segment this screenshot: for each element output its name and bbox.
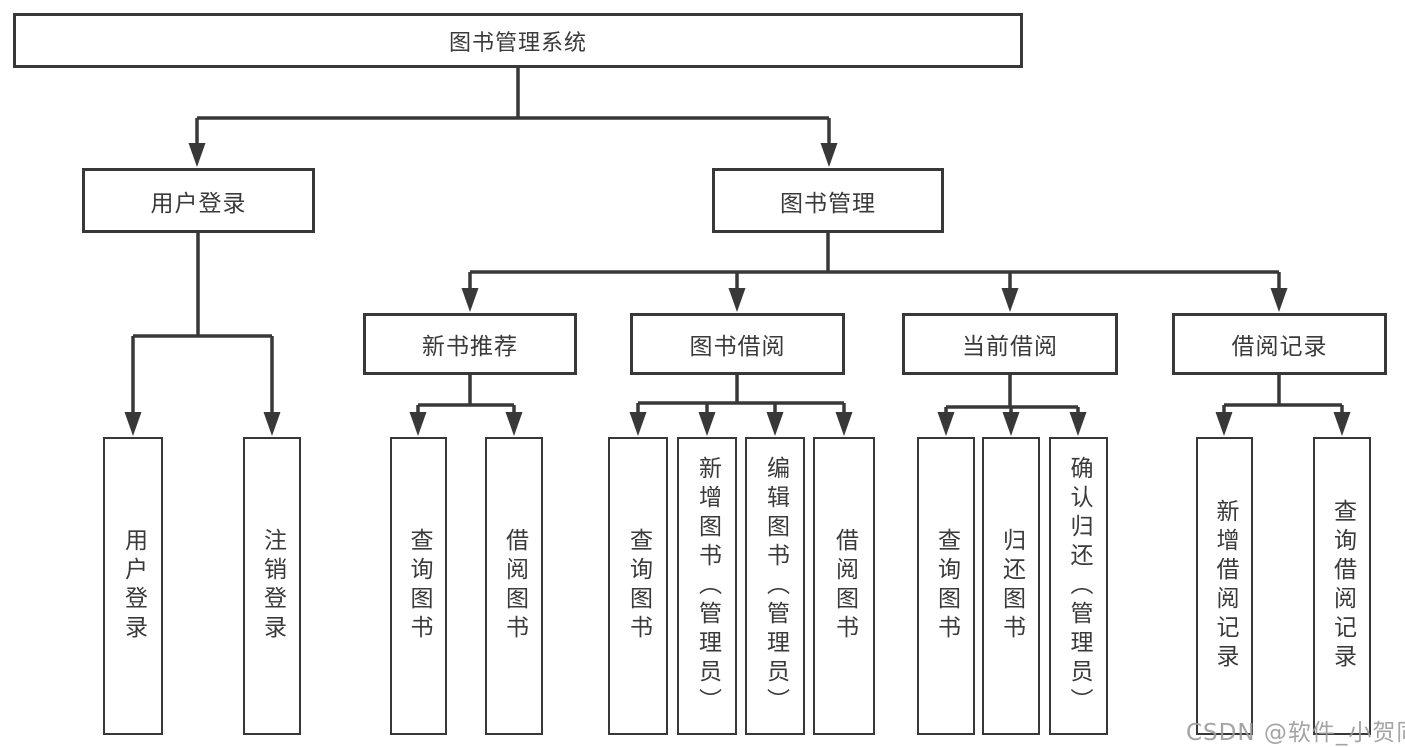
leaf-query-book-recommend: 查询图书	[390, 437, 447, 735]
leaf-edit-book-admin: 编辑图书（管理员）	[745, 437, 805, 735]
leaf-add-book-admin: 新增图书（管理员）	[677, 437, 737, 735]
leaf-borrow-book-recommend: 借阅图书	[485, 437, 543, 735]
node-library-system: 图书管理系统	[13, 13, 1023, 68]
node-user-login: 用户登录	[82, 168, 315, 233]
node-book-management: 图书管理	[712, 168, 944, 233]
leaf-logout: 注销登录	[243, 437, 301, 735]
node-new-book-recommend: 新书推荐	[363, 313, 577, 375]
leaf-borrow-book: 借阅图书	[813, 437, 875, 735]
node-current-borrow: 当前借阅	[902, 313, 1118, 375]
csdn-watermark: CSDN @软件_小贺同学	[1186, 720, 1405, 746]
leaf-confirm-return-admin: 确认归还（管理员）	[1049, 437, 1108, 735]
leaf-query-book-current: 查询图书	[917, 437, 975, 735]
leaf-query-borrow-record: 查询借阅记录	[1313, 437, 1371, 735]
node-book-borrow: 图书借阅	[630, 313, 845, 375]
leaf-user-login: 用户登录	[103, 437, 163, 735]
node-borrow-record: 借阅记录	[1172, 313, 1387, 375]
leaf-return-book: 归还图书	[982, 437, 1040, 735]
leaf-add-borrow-record: 新增借阅记录	[1196, 437, 1253, 735]
leaf-query-book-borrow: 查询图书	[608, 437, 668, 735]
